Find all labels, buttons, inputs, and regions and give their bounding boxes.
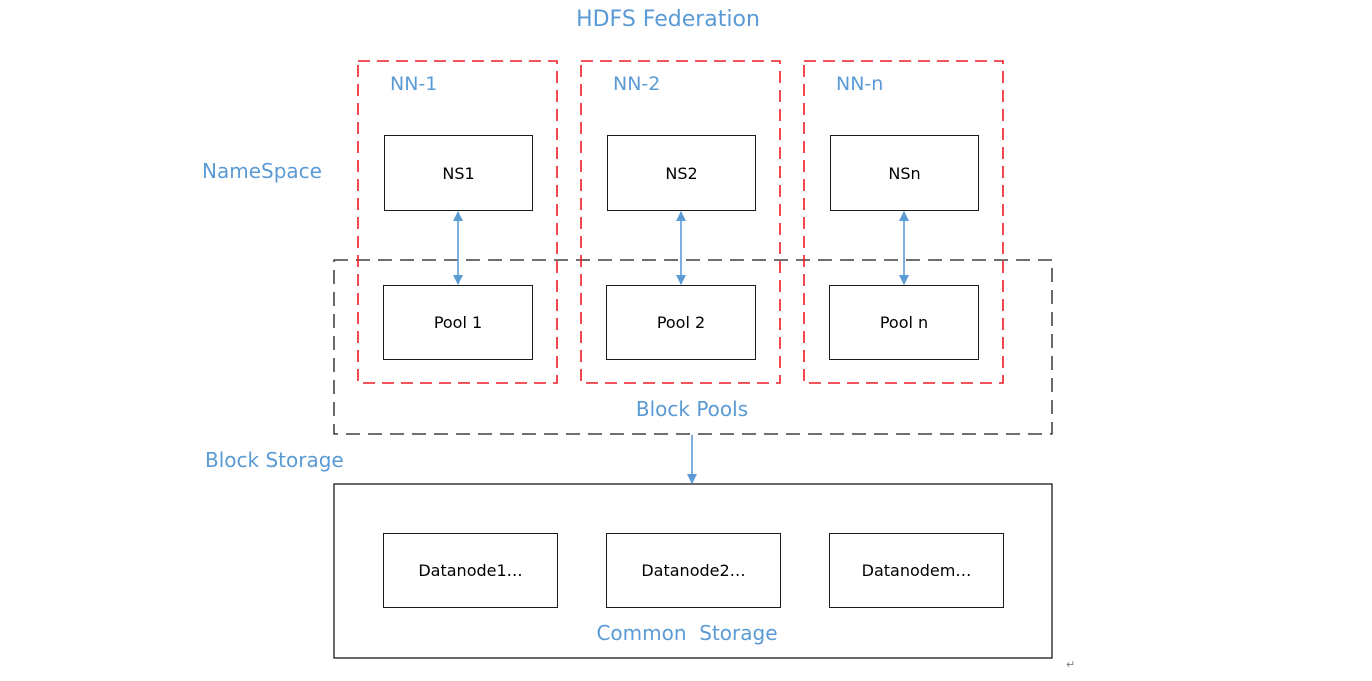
datanode-box-1: Datanode1… xyxy=(383,533,558,608)
namespace-label: NameSpace xyxy=(202,159,322,183)
common-storage-frame xyxy=(333,483,1053,659)
diagram-title: HDFS Federation xyxy=(576,7,760,32)
common-storage-label: Common Storage xyxy=(596,621,778,645)
namespace-box-2: NS2 xyxy=(607,135,756,211)
block-storage-label: Block Storage xyxy=(205,448,344,472)
paragraph-mark: ↵ xyxy=(1066,658,1076,671)
block-pools-label: Block Pools xyxy=(635,397,749,421)
datanode-box-2: Datanode2… xyxy=(606,533,781,608)
pool-box-n: Pool n xyxy=(829,285,979,360)
block-pools-frame xyxy=(333,259,1053,435)
namenode-frame-n xyxy=(803,60,1004,384)
namespace-box-n: NSn xyxy=(830,135,979,211)
namenode-label-2: NN-2 xyxy=(613,73,661,95)
namenode-label-n: NN-n xyxy=(836,73,884,95)
pool-box-1: Pool 1 xyxy=(383,285,533,360)
pool-box-2: Pool 2 xyxy=(606,285,756,360)
namenode-label-1: NN-1 xyxy=(390,73,438,95)
namespace-box-1: NS1 xyxy=(384,135,533,211)
namenode-frame-2 xyxy=(580,60,781,384)
datanode-box-m: Datanodem… xyxy=(829,533,1004,608)
namenode-frame-1 xyxy=(357,60,558,384)
